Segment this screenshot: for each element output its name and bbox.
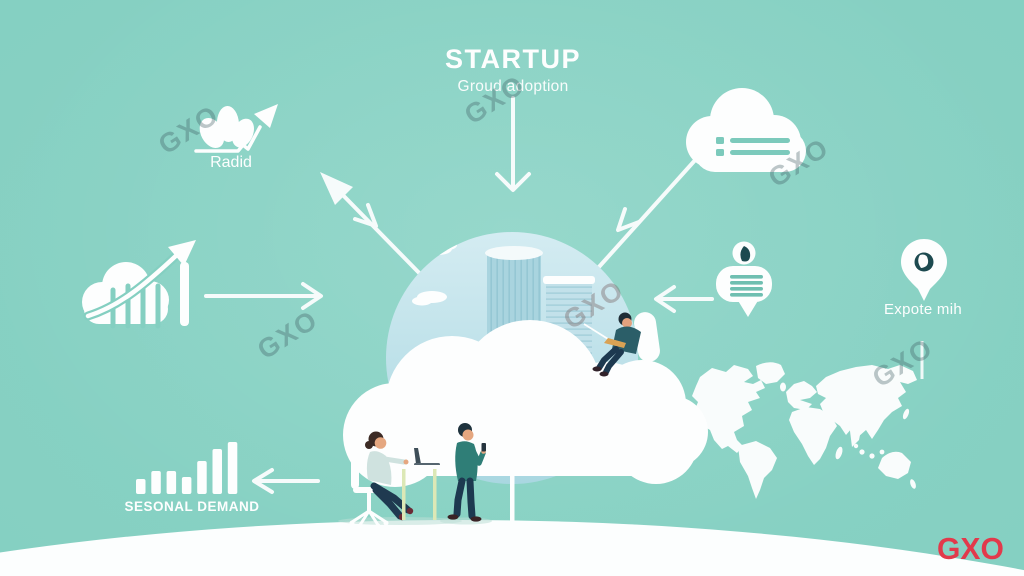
office-chair	[349, 449, 389, 529]
greenland	[756, 362, 785, 384]
pin-swirl-glyph	[918, 254, 929, 268]
gxo-logo: GXO	[937, 531, 1004, 566]
india	[849, 423, 862, 447]
seasonal-bar	[166, 471, 177, 494]
seasonal-bar	[212, 449, 222, 494]
world-map	[692, 362, 917, 499]
leaf-glyph	[740, 246, 751, 262]
seasonal-bar	[151, 471, 161, 494]
speech-bubble-icon	[716, 241, 772, 317]
europe	[786, 381, 817, 410]
asia	[816, 365, 917, 439]
plant-growth-icon	[194, 104, 278, 153]
page-title: STARTUP	[445, 44, 581, 74]
seasonal-bar	[197, 461, 207, 494]
laptop-on-lap	[604, 338, 626, 348]
checklist-cloud-icon	[686, 88, 806, 172]
madagascar	[835, 446, 843, 460]
arrow-down-left	[596, 156, 699, 270]
seasonal-bar-chart-bars	[136, 442, 238, 494]
arrow-left-small	[654, 285, 714, 313]
africa	[789, 407, 837, 465]
ground	[0, 520, 1024, 576]
label-export: Expote mih	[883, 301, 963, 318]
arrow-right	[204, 282, 323, 310]
arrow-up-left	[320, 172, 430, 284]
label-seasonal-demand: SESONAL DEMAND	[124, 499, 260, 514]
arrow-head-up-right	[254, 104, 278, 128]
foreground-figures	[338, 423, 492, 529]
seasonal-bar-chart	[136, 442, 238, 494]
arrow-down	[495, 96, 531, 192]
seasonal-bar	[181, 477, 192, 494]
seasonal-bar	[227, 442, 238, 494]
arrow-head-growth	[168, 240, 196, 266]
desk-with-laptop	[396, 448, 444, 520]
connector-arrows	[204, 96, 714, 494]
person-phone-man	[447, 423, 486, 522]
cloud-growth-chart-icon	[82, 240, 196, 329]
phone	[481, 443, 486, 452]
uk	[780, 382, 786, 392]
person-on-cloud	[583, 312, 660, 377]
south-america	[738, 441, 777, 499]
japan	[902, 408, 910, 420]
seasonal-bar	[136, 479, 146, 494]
page-subtitle: Groud adoption	[457, 78, 569, 95]
location-pin-icon	[901, 239, 947, 379]
checklist-lines	[716, 137, 790, 156]
person-desk-woman	[365, 431, 414, 521]
arrow-left-seasonal	[252, 468, 320, 494]
australia	[878, 451, 911, 479]
cloud-stem	[510, 474, 515, 522]
new-zealand	[910, 479, 916, 489]
north-america	[692, 365, 765, 453]
label-rapid-growth: Radid	[210, 154, 252, 171]
